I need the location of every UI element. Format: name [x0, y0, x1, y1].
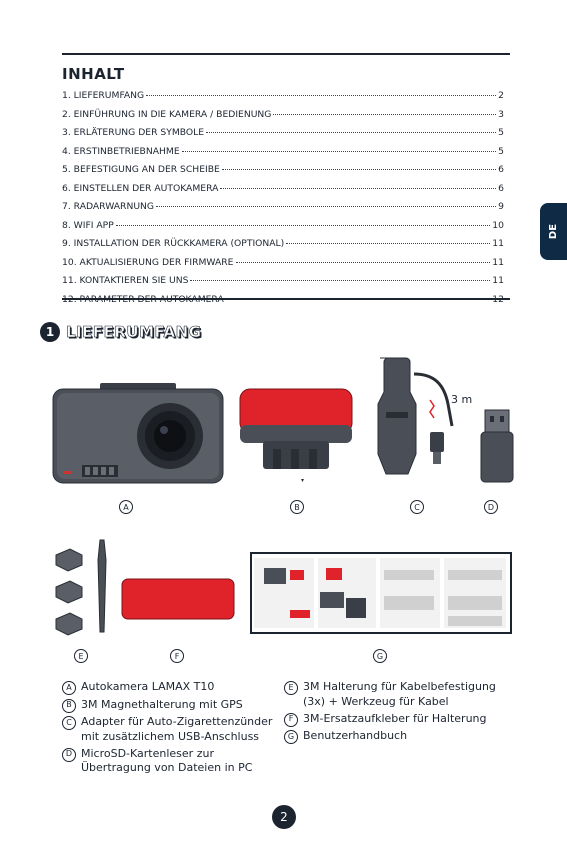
toc-item-label: 8. WIFI APP: [62, 219, 114, 231]
toc-item-label: 6. EINSTELLEN DER AUTOKAMERA: [62, 182, 219, 194]
bottom-rule: [62, 298, 510, 300]
toc-leader-dots: [221, 169, 497, 170]
top-rule: [62, 53, 510, 55]
toc-item-page: 11: [492, 238, 504, 249]
toc-item-page: 9: [498, 201, 504, 212]
toc-leader-dots: [273, 113, 497, 115]
car-charger-illustration: [377, 357, 454, 475]
legend-text: Autokamera LAMAX T10: [81, 680, 215, 693]
toc-leader-dots: [220, 187, 497, 189]
toc-item[interactable]: 2. EINFÜHRUNG IN DIE KAMERA / BEDIENUNG 3: [62, 109, 504, 128]
toc-item[interactable]: 1. LIEFERUMFANG 2: [62, 90, 504, 109]
cable-length-label: 3 m: [451, 393, 473, 406]
toc-leader-dots: [286, 243, 491, 244]
toc-item[interactable]: 10. AKTUALISIERUNG DER FIRMWARE 11: [62, 257, 504, 276]
toc-item-page: 6: [498, 182, 504, 194]
replacement-sticker-illustration: [121, 578, 235, 620]
cable-clips-illustration: [55, 548, 83, 636]
dashcam-illustration: [52, 383, 224, 484]
toc-item-page: 3: [498, 108, 504, 120]
toc-item-page: 10: [492, 219, 504, 231]
section-heading: 1 LIEFERUMFANG: [40, 322, 202, 342]
figure-label-e: E: [74, 649, 88, 663]
toc-item[interactable]: 11. KONTAKTIEREN SIE UNS 11: [62, 275, 504, 294]
toc-leader-dots: [115, 224, 491, 226]
legend-letter: F: [284, 712, 298, 727]
figure-label-a: A: [119, 500, 133, 514]
table-of-contents: 1. LIEFERUMFANG 2 2. EINFÜHRUNG IN DIE KAM…: [62, 90, 504, 312]
toc-item[interactable]: 12. PARAMETER DER AUTOKAMERA12: [62, 294, 504, 313]
legend-letter: G: [284, 730, 298, 744]
figure-label-c: C: [410, 500, 424, 514]
legend-text: 3M-Ersatzaufkleber für Halterung: [303, 711, 487, 725]
toc-leader-dots: [206, 132, 497, 133]
toc-item-label: 1. LIEFERUMFANG: [62, 90, 145, 101]
toc-leader-dots: [146, 95, 497, 96]
toc-leader-dots: [181, 150, 497, 152]
toc-item[interactable]: 3. ERLÄTERUNG DER SYMBOLE 5: [62, 127, 504, 146]
legend-letter: A: [62, 681, 76, 695]
figure-label-b: B: [290, 500, 304, 514]
legend-text: 3M Halterung für Kabelbefestigung (3x) +…: [303, 680, 496, 708]
toc-item[interactable]: 4. ERSTINBETRIEBNAHME 5: [62, 146, 504, 165]
toc-item-label: 4. ERSTINBETRIEBNAHME: [62, 145, 180, 157]
legend-letter: C: [62, 716, 76, 730]
magnetic-mount-illustration: ▾: [239, 388, 353, 484]
toc-item-page: 11: [492, 275, 504, 286]
toc-item[interactable]: 8. WIFI APP 10: [62, 220, 504, 239]
legend-item: C Adapter für Auto-Zigarettenzünder mit z…: [62, 715, 282, 744]
legend-text: Adapter für Auto-Zigarettenzünder mit zu…: [81, 715, 273, 743]
user-manual-illustration: [250, 552, 512, 634]
language-tab: DE: [540, 203, 567, 260]
card-reader-illustration: [480, 409, 514, 483]
toc-title: INHALT: [62, 65, 125, 83]
toc-item-label: 11. KONTAKTIEREN SIE UNS: [62, 275, 189, 286]
legend-text: MicroSD-Kartenleser zur Übertragung von …: [81, 746, 253, 775]
toc-item-page: 6: [498, 164, 504, 175]
toc-item-label: 7. RADARWARNUNG: [62, 201, 155, 212]
toc-item[interactable]: 9. INSTALLATION DER RÜCKKAMERA (OPTIONAL…: [62, 238, 504, 257]
toc-item-page: 11: [492, 256, 504, 268]
legend-item: E 3M Halterung für Kabelbefestigung (3x) …: [284, 680, 509, 709]
figure-label-f: F: [170, 649, 184, 663]
legend-item: G Benutzerhandbuch: [284, 729, 509, 744]
page-number: 2: [272, 805, 296, 829]
legend-right: E 3M Halterung für Kabelbefestigung (3x) …: [284, 680, 509, 747]
figure-label-d: D: [484, 500, 498, 514]
section-number: 1: [40, 322, 60, 342]
legend-item: F 3M-Ersatzaufkleber für Halterung: [284, 712, 509, 727]
cable-tool-illustration: [97, 539, 107, 633]
legend-letter: D: [62, 747, 76, 762]
legend-text: Benutzerhandbuch: [303, 729, 408, 742]
toc-item[interactable]: 6. EINSTELLEN DER AUTOKAMERA 6: [62, 183, 504, 202]
toc-item-page: 2: [498, 90, 504, 101]
legend-item: A Autokamera LAMAX T10: [62, 680, 282, 695]
toc-item-label: 9. INSTALLATION DER RÜCKKAMERA (OPTIONAL…: [62, 238, 285, 249]
legend-letter: E: [284, 681, 298, 695]
toc-item-label: 2. EINFÜHRUNG IN DIE KAMERA / BEDIENUNG: [62, 108, 272, 120]
toc-leader-dots: [235, 261, 491, 263]
toc-item-label: 3. ERLÄTERUNG DER SYMBOLE: [62, 127, 205, 138]
legend-text: 3M Magnethalterung mit GPS: [81, 697, 243, 711]
toc-leader-dots: [156, 206, 497, 207]
svg-text:▾: ▾: [301, 477, 304, 484]
toc-item-page: 5: [498, 127, 504, 138]
toc-item-label: 5. BEFESTIGUNG AN DER SCHEIBE: [62, 164, 220, 175]
toc-item-label: 10. AKTUALISIERUNG DER FIRMWARE: [62, 256, 234, 268]
section-title: LIEFERUMFANG: [66, 323, 202, 342]
legend-item: B 3M Magnethalterung mit GPS: [62, 698, 282, 713]
toc-item[interactable]: 5. BEFESTIGUNG AN DER SCHEIBE 6: [62, 164, 504, 183]
toc-item[interactable]: 7. RADARWARNUNG 9: [62, 201, 504, 220]
legend-letter: B: [62, 698, 76, 713]
toc-leader-dots: [190, 280, 491, 281]
legend-item: D MicroSD-Kartenleser zur Übertragung von…: [62, 747, 282, 776]
toc-item-page: 5: [498, 145, 504, 157]
figure-label-g: G: [373, 649, 387, 663]
